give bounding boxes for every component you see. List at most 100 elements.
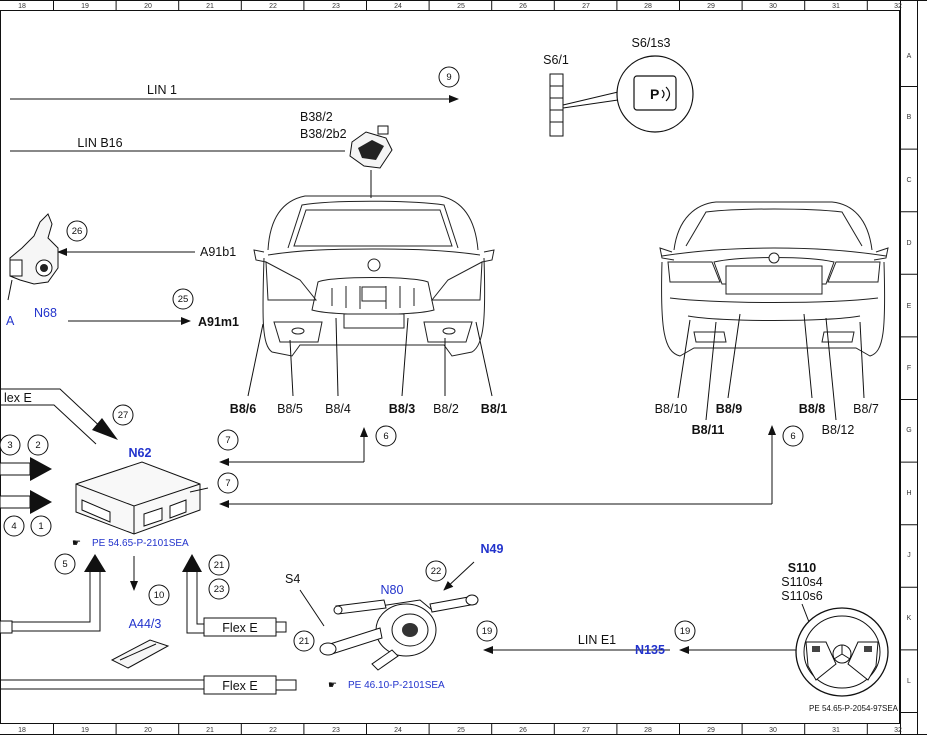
lin1-bus: LIN 1 9 [10,66,460,103]
col-label: 25 [457,3,465,10]
doc-id: PE 54.65-P-2054-97SEA [809,704,899,713]
col-label: 32 [894,727,902,734]
col-label: 21 [206,3,214,10]
col-label: 19 [81,727,89,734]
sensor-b811: B8/11 [692,423,725,437]
callout-23: 23 [214,584,225,595]
row-label: B [907,114,912,121]
col-label: 24 [394,3,402,10]
callout-7b: 7 [225,478,230,489]
row-label: H [906,490,911,497]
n49-label: N49 [481,542,504,556]
col-label: 30 [769,3,777,10]
reference-icon: ☛ [328,680,337,691]
callout-4: 4 [11,521,16,532]
n62-bottom-links: 5 10 21 23 Flex E [0,553,287,637]
a443-unit: A44/3 [110,617,170,669]
s110-steering-wheel: S110 S110s4 S110s6 [781,561,889,697]
line1-label: LIN E1 [578,633,616,647]
callout-21b: 21 [299,636,310,647]
linb16-bus: LIN B16 [10,136,345,152]
col-label: 18 [18,727,26,734]
sensor-b810: B8/10 [655,402,688,416]
row-label: K [907,615,912,622]
callout-2: 2 [35,440,40,451]
s110s6-label: S110s6 [781,589,823,603]
s4-label: S4 [285,572,300,586]
a91b1-label: A91b1 [200,245,236,259]
col-label: 22 [269,3,277,10]
col-label: 31 [832,3,840,10]
steering-column-unit [7,213,59,301]
sensor-b85: B8/5 [277,402,303,416]
sensor-b89: B8/9 [716,402,742,416]
row-label: A [907,53,912,60]
front-car-outline [253,195,495,357]
b382b2-label: B38/2b2 [300,127,347,141]
flexe-bottom-bus: Flex E [0,675,297,695]
callout-7a: 7 [225,435,230,446]
col-label: 23 [332,3,340,10]
callout-27: 27 [118,410,129,421]
col-label: 32 [894,3,902,10]
col-label: 29 [707,727,715,734]
callout-6b: 6 [790,431,795,442]
row-label: C [906,177,911,184]
steering-column-switch: S4 N80 N49 22 21 ☛ PE 46.10-P-2101SEA [285,542,504,691]
col-label: 27 [582,3,590,10]
n80-label: N80 [381,583,404,597]
col-label: 20 [144,3,152,10]
lin1-label: LIN 1 [147,83,177,97]
callout-9: 9 [446,72,451,83]
col-label: 26 [519,727,527,734]
s110-label: S110 [788,561,817,575]
sensor-b812: B8/12 [822,423,855,437]
row-labels: A B C D E F G H J K L [906,53,911,685]
front-sensor-leaders [247,317,493,397]
flexe-mid-label: Flex E [222,621,257,635]
column-labels-bottom: 18 19 20 21 22 23 24 25 26 27 28 29 30 3… [18,727,902,734]
col-label: 24 [394,727,402,734]
row-label: L [907,678,911,685]
callout-22: 22 [431,566,442,577]
row-label: G [906,427,911,434]
sensor-b83: B8/3 [389,402,415,416]
ref-n62: PE 54.65-P-2101SEA [92,538,189,549]
sensor-b81: B8/1 [481,402,507,416]
sound-waves-icon [661,86,671,102]
flexe-bottom-label: Flex E [222,679,257,693]
n62-control-unit: N62 ☛ PE 54.65-P-2101SEA [72,446,209,549]
sensor-b88: B8/8 [799,402,825,416]
rear-sensor-leaders [677,313,865,421]
n62-label: N62 [129,446,152,460]
callout-19b: 19 [680,626,691,637]
row-label: J [907,552,911,559]
callout-5: 5 [62,559,67,570]
col-label: 29 [707,3,715,10]
n68-prefix: A [6,314,15,328]
callout-21a: 21 [214,560,225,571]
line1-bus: LIN E1 N135 19 19 [476,620,804,657]
a443-label: A44/3 [129,617,162,631]
col-label: 28 [644,3,652,10]
b382-label: B38/2 [300,110,333,124]
col-label: 18 [18,3,26,10]
col-label: 21 [206,727,214,734]
col-label: 23 [332,727,340,734]
b382-sensor: B38/2 B38/2b2 [300,110,393,198]
col-label: 26 [519,3,527,10]
callout-25: 25 [178,294,189,305]
reference-icon: ☛ [72,538,81,549]
sensor-b87: B8/7 [853,402,879,416]
linb16-label: LIN B16 [77,136,122,150]
callout-26: 26 [72,226,83,237]
s61-label: S6/1 [543,53,569,67]
callout-3: 3 [7,440,12,451]
ref-n80: PE 46.10-P-2101SEA [348,680,445,691]
left-input-arrows: 3 2 4 1 [0,434,52,537]
s61s3-label: S6/1s3 [632,36,671,50]
n62-connections: 7 6 7 6 [217,425,804,508]
parking-symbol: P [650,86,659,102]
